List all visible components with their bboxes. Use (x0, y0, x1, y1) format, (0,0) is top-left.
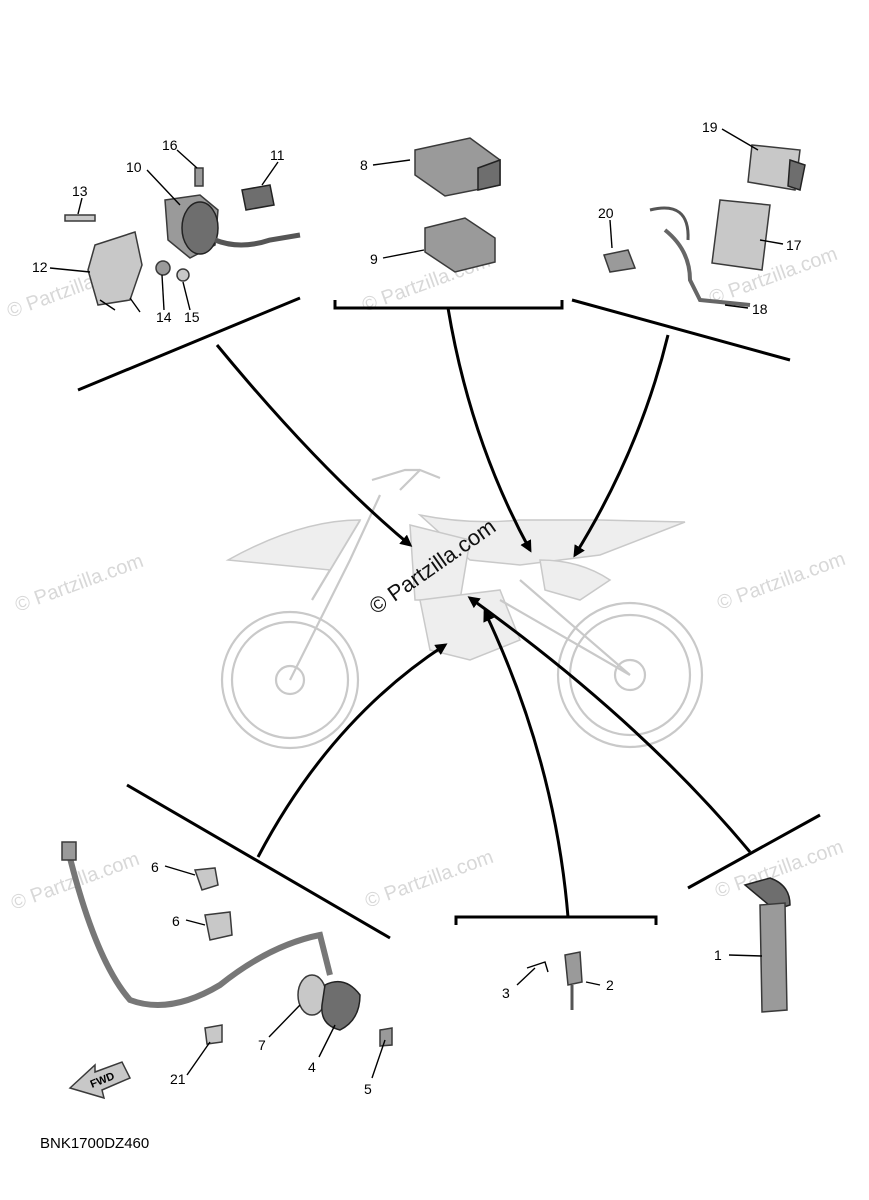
sensor-assembly-group (64, 167, 301, 313)
callout-10: 10 (126, 159, 142, 175)
bracket-bottom-left (126, 643, 448, 940)
bracket-top-center (333, 300, 564, 553)
callout-8: 8 (360, 157, 368, 173)
callout-13: 13 (72, 183, 88, 199)
callout-leaders (49, 128, 784, 1079)
watermark: © Partzilla.com (12, 550, 146, 617)
watermark: © Partzilla.com (714, 548, 848, 615)
bracket-bottom-center (454, 609, 658, 925)
fwd-arrow: FWD (68, 1061, 132, 1100)
callout-15: 15 (184, 309, 200, 325)
harness-group (603, 144, 806, 307)
callout-1: 1 (714, 947, 722, 963)
bracket-top-left (77, 296, 413, 547)
callout-4: 4 (308, 1059, 316, 1075)
watermark: © Partzilla.com (362, 846, 496, 913)
callout-labels: 1 2 3 4 5 6 6 7 8 9 10 11 12 13 14 15 16… (32, 119, 802, 1097)
callout-2: 2 (606, 977, 614, 993)
callout-18: 18 (752, 301, 768, 317)
callout-14: 14 (156, 309, 172, 325)
callout-6a: 6 (151, 859, 159, 875)
callout-20: 20 (598, 205, 614, 221)
callout-16: 16 (162, 137, 178, 153)
diagram-code: BNK1700DZ460 (40, 1135, 149, 1152)
motorcycle-silhouette (220, 468, 704, 750)
callout-19: 19 (702, 119, 718, 135)
temp-sensor-group (526, 951, 583, 1010)
callout-5: 5 (364, 1081, 372, 1097)
bracket-bottom-right (467, 596, 821, 890)
callout-21: 21 (170, 1071, 186, 1087)
callout-6b: 6 (172, 913, 180, 929)
callout-12: 12 (32, 259, 48, 275)
ecu-group (414, 137, 501, 273)
callout-7: 7 (258, 1037, 266, 1053)
callout-11: 11 (270, 147, 285, 163)
sensor-cable-group (61, 841, 393, 1047)
callout-17: 17 (786, 237, 802, 253)
bracket-top-right (571, 298, 791, 558)
callout-9: 9 (370, 251, 378, 267)
throttle-grip-group (743, 877, 791, 1013)
callout-3: 3 (502, 985, 510, 1001)
